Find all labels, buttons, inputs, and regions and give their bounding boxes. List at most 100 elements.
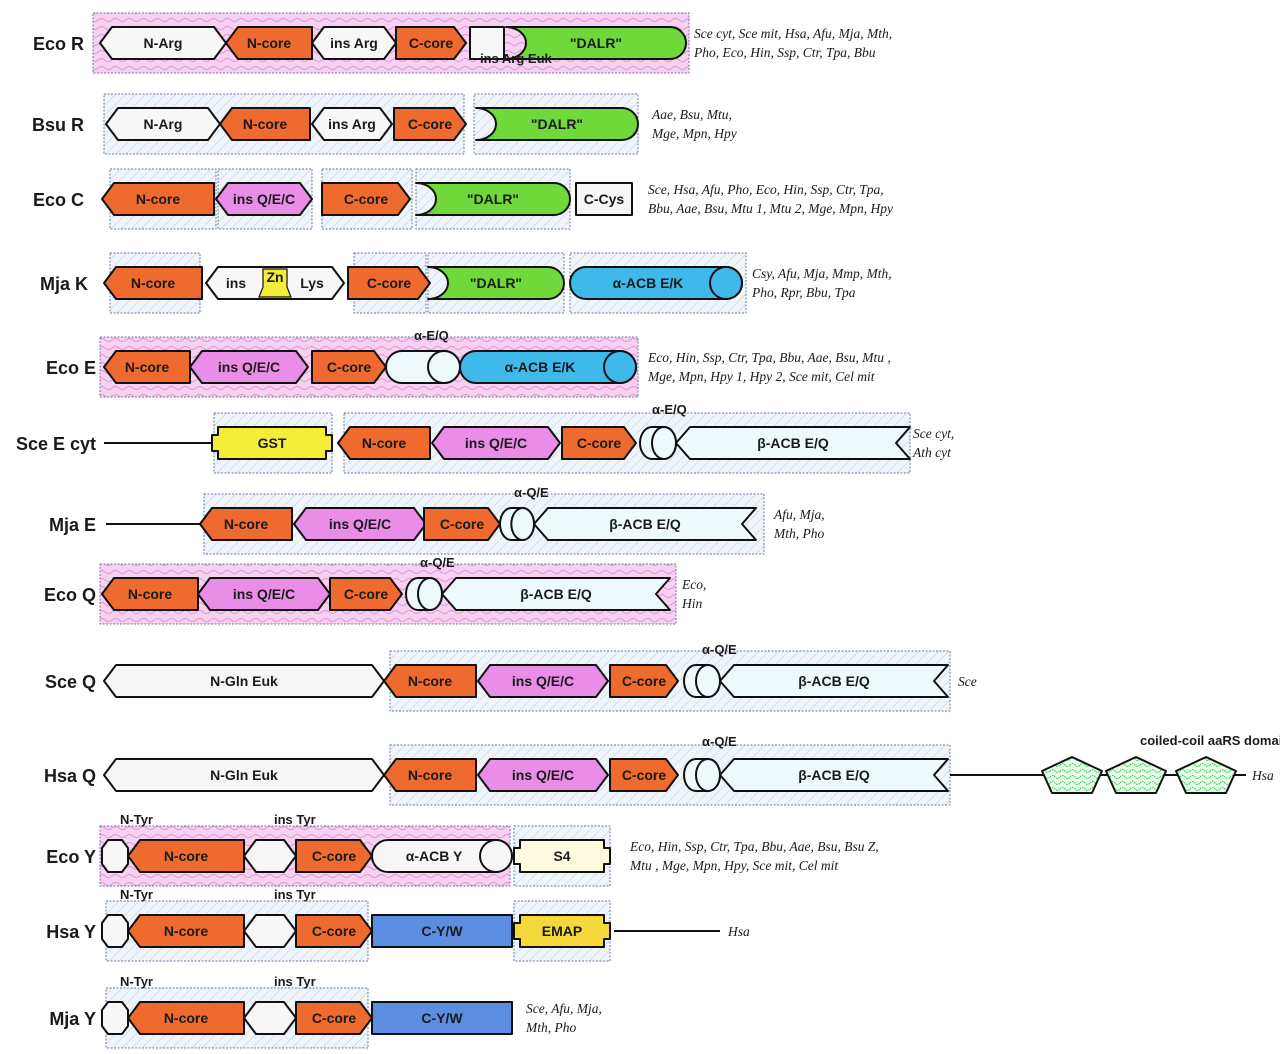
domain-acb-e-q: β-ACB E/Q bbox=[719, 758, 949, 792]
domain-shape bbox=[533, 507, 757, 541]
domain-c-core: C-core bbox=[347, 266, 431, 300]
cylinder-end bbox=[709, 266, 743, 300]
domain-shape bbox=[609, 664, 679, 698]
domain-label: C-core bbox=[622, 673, 667, 689]
domain-shape bbox=[225, 26, 313, 60]
cylinder-end bbox=[417, 577, 443, 611]
enzyme-label: Hsa Q bbox=[44, 766, 96, 786]
domain-shape bbox=[513, 839, 611, 873]
domain-acb-e-q: β-ACB E/Q bbox=[533, 507, 757, 541]
species-list: Bbu, Aae, Bsu, Mtu 1, Mtu 2, Mge, Mpn, H… bbox=[648, 201, 893, 216]
domain-shape bbox=[311, 26, 397, 60]
domain-acb-e-k: α-ACB E/K bbox=[569, 266, 743, 300]
domain-label: "DALR" bbox=[467, 191, 519, 207]
domain-label: C-core bbox=[344, 586, 389, 602]
enzyme-label: Eco C bbox=[33, 190, 84, 210]
species-list: Hin bbox=[681, 596, 703, 611]
domain-annotation: N-Tyr bbox=[120, 812, 153, 827]
domain-acb-e-q: β-ACB E/Q bbox=[675, 426, 911, 460]
domain-label: C-Y/W bbox=[421, 923, 463, 939]
domain-label: N-Gln Euk bbox=[210, 673, 278, 689]
enzyme-label: Sce Q bbox=[45, 672, 96, 692]
domain-oct bbox=[101, 914, 129, 948]
enzyme-label: Mja K bbox=[40, 274, 88, 294]
domain-c-core: C-core bbox=[311, 350, 387, 384]
domain-shape bbox=[1175, 756, 1237, 794]
domain-c-core: C-core bbox=[393, 107, 467, 141]
domain-c-core: C-core bbox=[609, 664, 679, 698]
domain-shape bbox=[321, 182, 411, 216]
domain-annotation: α-E/Q bbox=[652, 402, 687, 417]
cylinder-end bbox=[695, 758, 721, 792]
domain-n-arg: N-Arg bbox=[105, 107, 221, 141]
domain-cyl bbox=[683, 758, 721, 792]
domain-shape bbox=[675, 426, 911, 460]
domain-ins-q-e-c: ins Q/E/C bbox=[431, 426, 561, 460]
domain-c-core: C-core bbox=[295, 839, 373, 873]
domain-c-core: C-core bbox=[561, 426, 637, 460]
domain-label: ins Q/E/C bbox=[233, 191, 295, 207]
domain-label: "DALR" bbox=[470, 275, 522, 291]
domain-pent bbox=[1041, 756, 1103, 794]
domain-shape bbox=[101, 914, 129, 948]
domain-shape bbox=[219, 107, 311, 141]
domain-cyl bbox=[385, 350, 461, 384]
species-list: Sce, Hsa, Afu, Pho, Eco, Hin, Ssp, Ctr, … bbox=[648, 182, 884, 197]
domain-ins-q-e-c: ins Q/E/C bbox=[197, 577, 331, 611]
domain-shape bbox=[395, 26, 467, 60]
cylinder-end bbox=[603, 350, 637, 384]
domain-annotation: ins Tyr bbox=[274, 974, 316, 989]
domain-label: EMAP bbox=[542, 923, 582, 939]
domain-label: N-core bbox=[128, 586, 173, 602]
domain-shape bbox=[199, 507, 293, 541]
domain-pent bbox=[1175, 756, 1237, 794]
domain-n-core: N-core bbox=[101, 577, 199, 611]
domain-shape bbox=[337, 426, 431, 460]
domain-cyl bbox=[683, 664, 721, 698]
domain-label: C-core bbox=[312, 923, 357, 939]
domain-shape bbox=[415, 182, 571, 216]
domain-shape bbox=[243, 839, 297, 873]
enzyme-label: Eco R bbox=[33, 34, 84, 54]
domain-oct bbox=[101, 839, 129, 873]
domain-shape bbox=[371, 1001, 513, 1035]
domain-label: N-core bbox=[408, 767, 453, 783]
domain-s4: S4 bbox=[513, 839, 611, 873]
domain-label: N-Gln Euk bbox=[210, 767, 278, 783]
domain-ins-arg: ins Arg bbox=[311, 26, 397, 60]
domain-label: N-Arg bbox=[144, 116, 183, 132]
domain-annotation: ins Tyr bbox=[274, 887, 316, 902]
domain-n-core: N-core bbox=[127, 1001, 245, 1035]
domain-label: C-Y/W bbox=[421, 1010, 463, 1026]
domain-c-core: C-core bbox=[395, 26, 467, 60]
domain-shape bbox=[427, 266, 565, 300]
domain-c-cys: C-Cys bbox=[575, 182, 633, 216]
domain-ins-q-e-c: ins Q/E/C bbox=[293, 507, 427, 541]
domain-shape bbox=[243, 914, 297, 948]
domain-n-core: N-core bbox=[103, 266, 203, 300]
species-list: Mtu , Mge, Mpn, Hpy, Sce mit, Cel mit bbox=[629, 858, 839, 873]
domain-c-core: C-core bbox=[321, 182, 411, 216]
domain-label: ins Arg bbox=[328, 116, 376, 132]
cylinder-end bbox=[651, 426, 677, 460]
domain-shape bbox=[383, 758, 477, 792]
domain-acb-e-k: α-ACB E/K bbox=[459, 350, 637, 384]
species-list: Aae, Bsu, Mtu, bbox=[651, 107, 732, 122]
domain-shape bbox=[423, 507, 501, 541]
domain-ins-q-e-c: ins Q/E/C bbox=[189, 350, 309, 384]
domain-acb-e-q: β-ACB E/Q bbox=[441, 577, 671, 611]
domain-shape bbox=[347, 266, 431, 300]
domain-dalr: "DALR" bbox=[415, 182, 571, 216]
enzyme-label: Mja E bbox=[49, 515, 96, 535]
domain-shape bbox=[609, 758, 679, 792]
species-list: Csy, Afu, Mja, Mmp, Mth, bbox=[752, 266, 892, 281]
domain-n-core: N-core bbox=[127, 914, 245, 948]
domain-shape bbox=[293, 507, 427, 541]
domain-label: N-core bbox=[131, 275, 176, 291]
domain-label: "DALR" bbox=[570, 35, 622, 51]
domain-label: β-ACB E/Q bbox=[520, 586, 592, 602]
